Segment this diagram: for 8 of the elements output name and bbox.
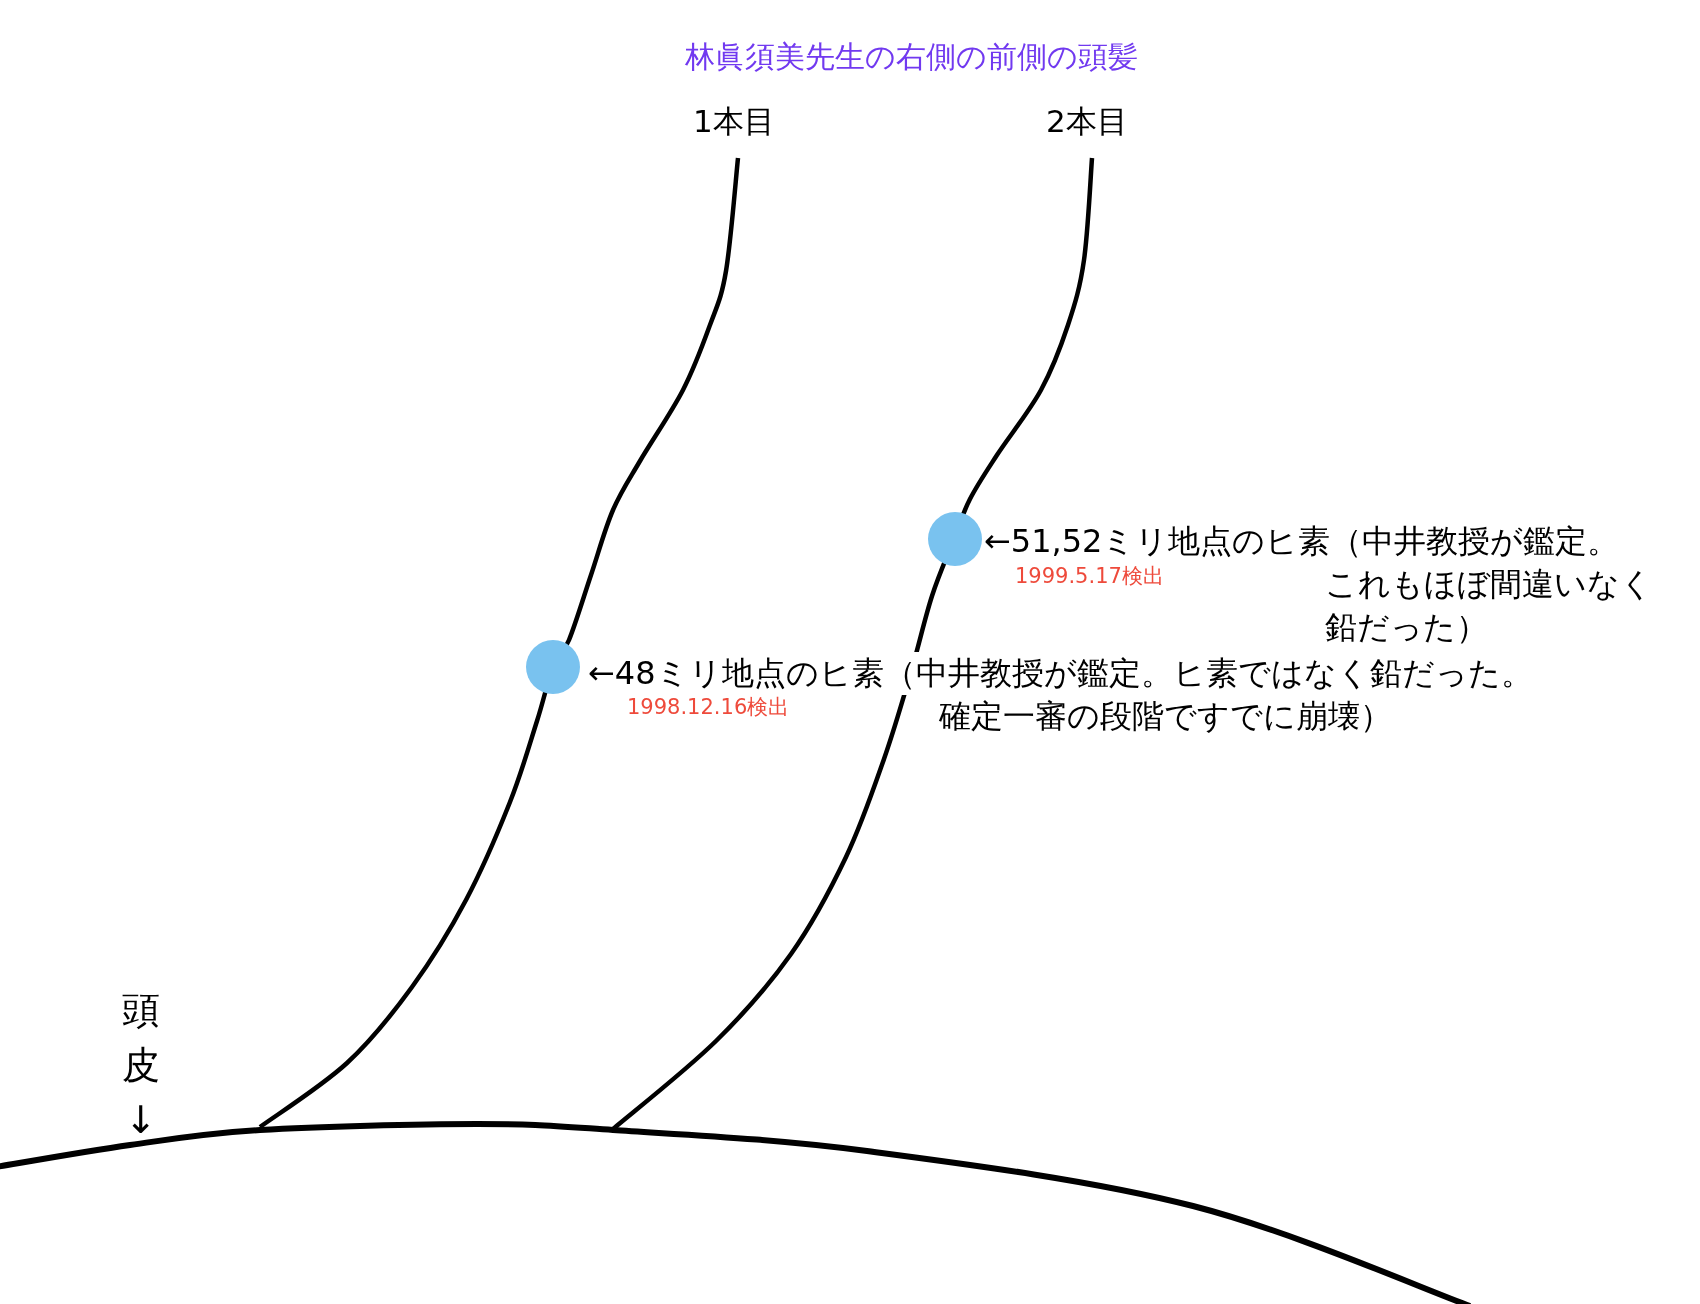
title: 林眞須美先生の右側の前側の頭髪 <box>684 37 1138 76</box>
dot-marker <box>526 640 580 694</box>
strand-label: 1本目 <box>693 102 775 141</box>
scalp-label: 頭皮↓ <box>121 987 161 1144</box>
strand-label: 2本目 <box>1046 102 1128 141</box>
date-label: 1998.12.16検出 <box>627 694 790 720</box>
dot-marker <box>928 512 982 566</box>
date-label: 1999.5.17検出 <box>1015 563 1164 589</box>
